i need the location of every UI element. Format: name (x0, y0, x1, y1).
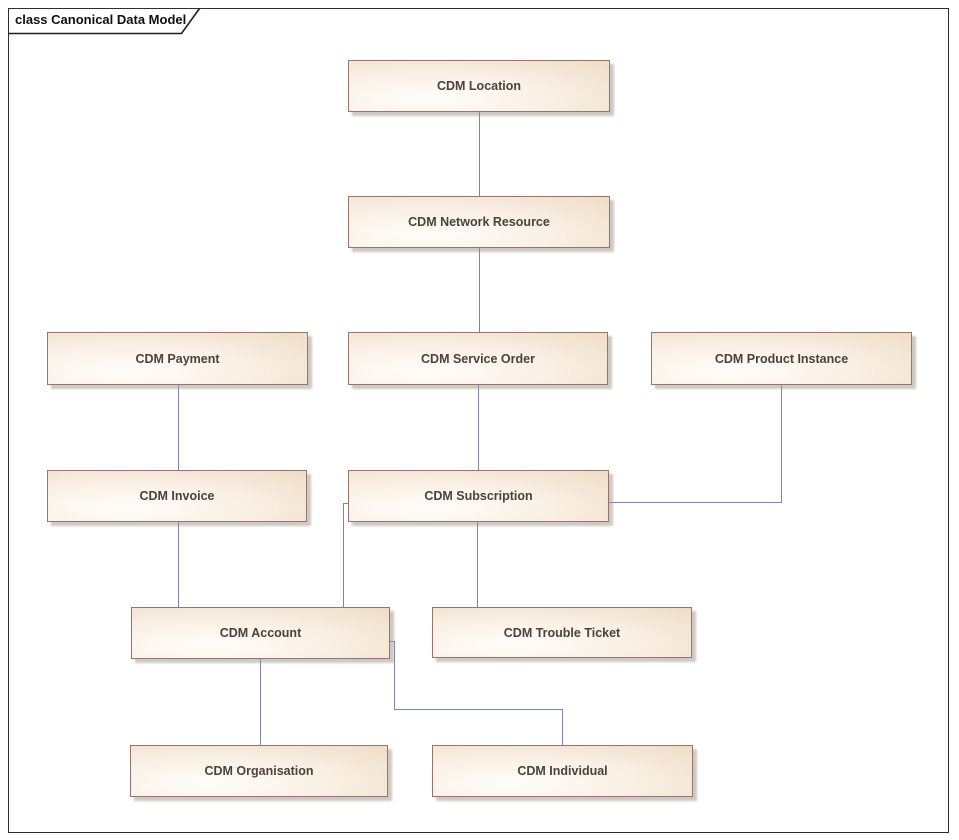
connector-account-to-individual[interactable] (394, 641, 395, 710)
connector-payment-to-invoice[interactable] (178, 385, 179, 470)
node-cdm-network-resource[interactable]: CDM Network Resource (348, 196, 610, 248)
connector-network-resource-to-service-order[interactable] (479, 248, 480, 332)
connector-product-instance-to-subscription[interactable] (609, 502, 782, 503)
node-cdm-service-order[interactable]: CDM Service Order (348, 332, 608, 385)
node-label-cdm-network-resource: CDM Network Resource (408, 215, 550, 229)
node-label-cdm-trouble-ticket: CDM Trouble Ticket (503, 625, 621, 640)
node-label-cdm-product-instance: CDM Product Instance (714, 351, 849, 366)
connector-account-to-organisation[interactable] (260, 659, 261, 745)
node-cdm-subscription[interactable]: CDM Subscription (348, 470, 609, 522)
node-label-cdm-account: CDM Account (219, 626, 302, 640)
node-cdm-organisation[interactable]: CDM Organisation (130, 745, 388, 797)
diagram-title: class Canonical Data Model (15, 12, 187, 27)
connector-account-to-individual[interactable] (394, 709, 563, 710)
connector-subscription-to-account[interactable] (343, 503, 349, 504)
node-label-cdm-invoice: CDM Invoice (139, 489, 215, 503)
node-cdm-location[interactable]: CDM Location (348, 60, 610, 112)
node-label-cdm-subscription: CDM Subscription (424, 489, 533, 503)
connector-subscription-to-account[interactable] (343, 503, 344, 607)
connector-account-to-individual[interactable] (390, 641, 395, 642)
node-cdm-invoice[interactable]: CDM Invoice (47, 470, 307, 522)
node-cdm-payment[interactable]: CDM Payment (47, 332, 308, 385)
connector-account-to-individual[interactable] (562, 709, 563, 746)
connector-location-to-network-resource[interactable] (479, 112, 480, 196)
connector-service-order-to-subscription[interactable] (478, 385, 479, 470)
connector-invoice-to-account[interactable] (178, 522, 179, 607)
node-label-cdm-service-order: CDM Service Order (421, 351, 535, 366)
node-cdm-individual[interactable]: CDM Individual (432, 745, 693, 797)
node-cdm-product-instance[interactable]: CDM Product Instance (651, 332, 912, 385)
connector-subscription-to-trouble-ticket[interactable] (477, 522, 478, 607)
node-cdm-account[interactable]: CDM Account (131, 607, 390, 659)
node-label-cdm-payment: CDM Payment (135, 351, 220, 366)
node-label-cdm-organisation: CDM Organisation (204, 764, 314, 778)
node-cdm-trouble-ticket[interactable]: CDM Trouble Ticket (432, 607, 692, 658)
connector-product-instance-to-subscription[interactable] (781, 385, 782, 503)
diagram-frame (8, 8, 949, 833)
node-label-cdm-location: CDM Location (436, 79, 522, 93)
node-label-cdm-individual: CDM Individual (517, 764, 608, 778)
